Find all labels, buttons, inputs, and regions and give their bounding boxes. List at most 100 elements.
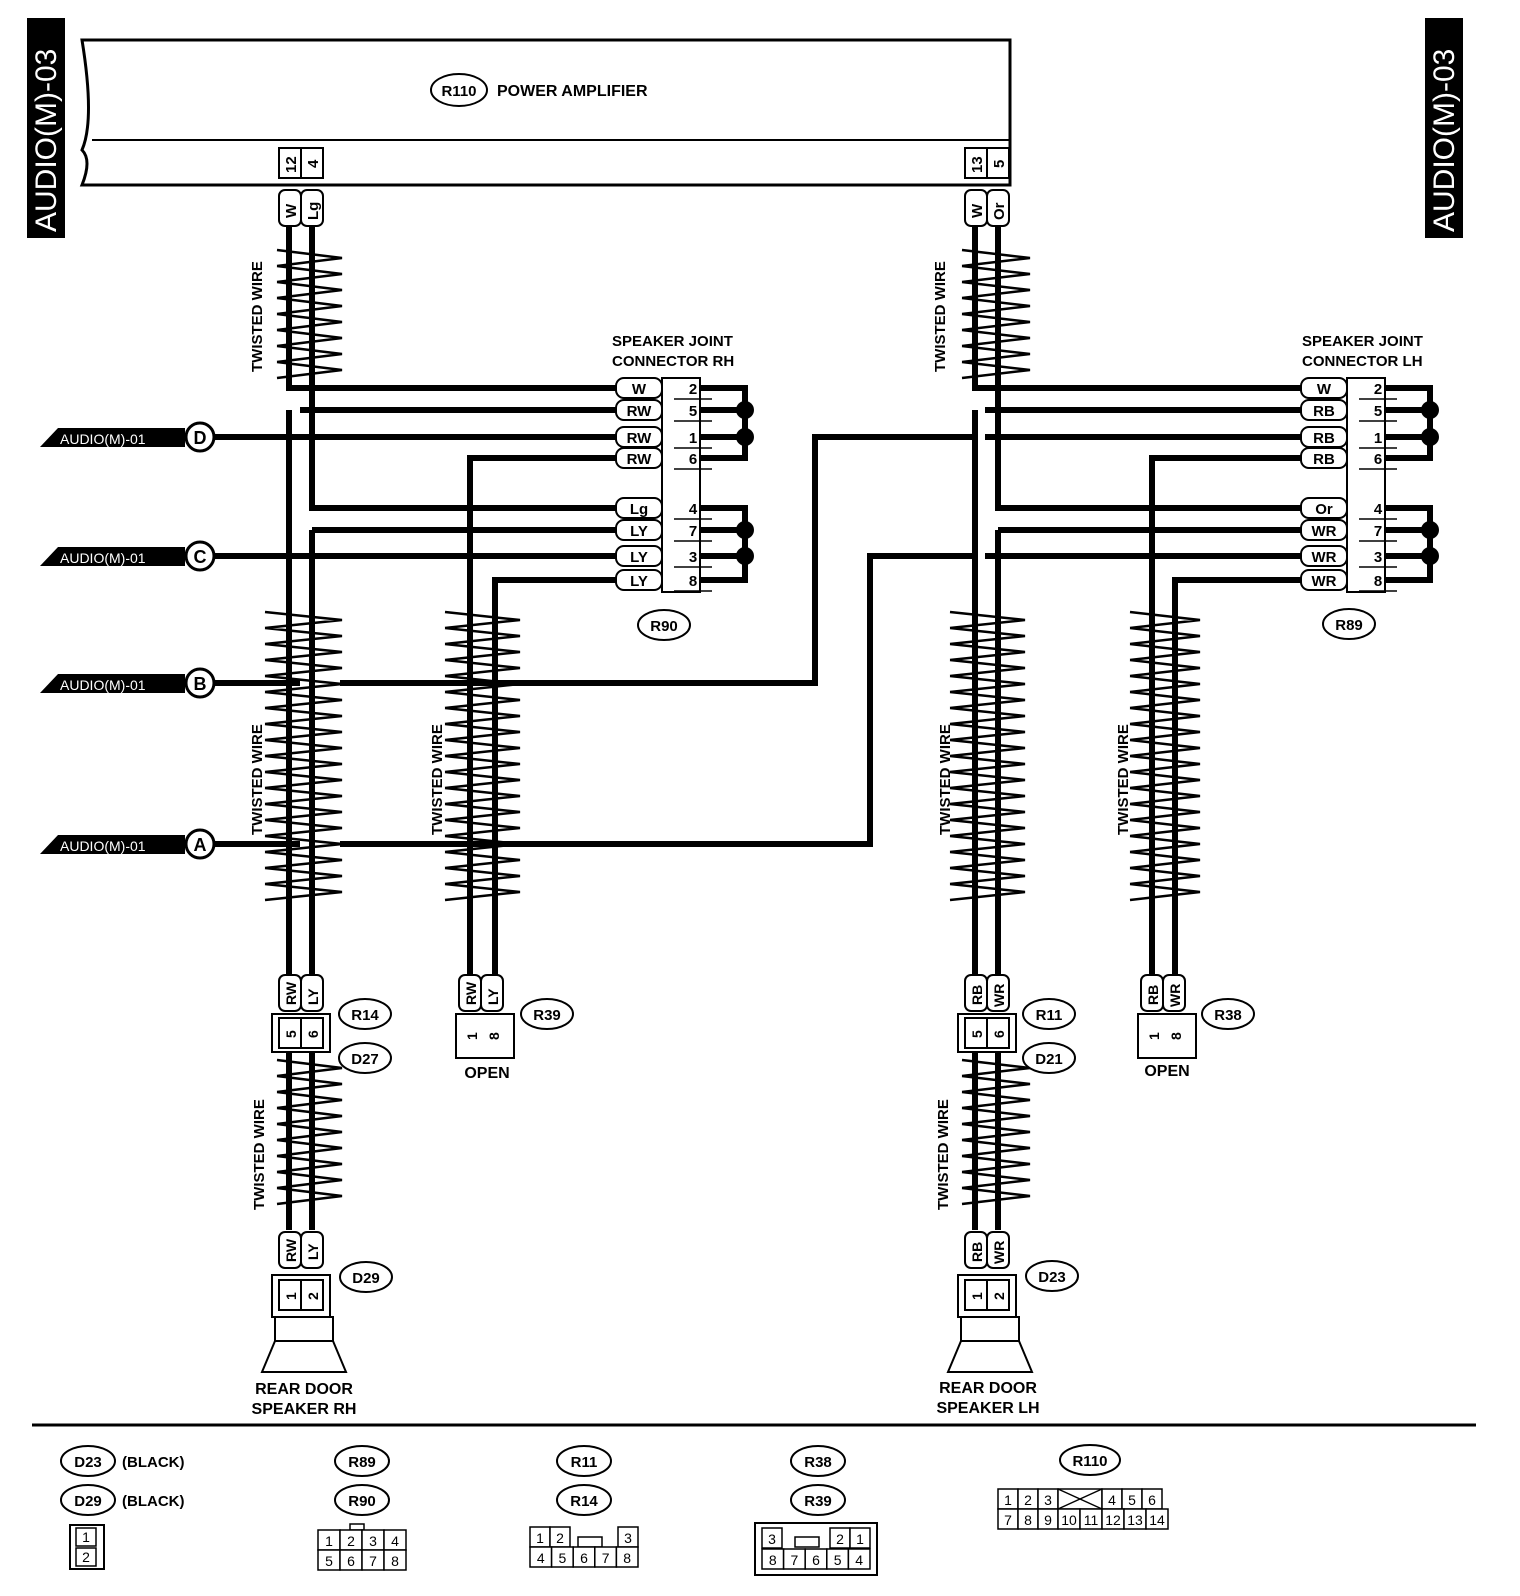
svg-text:Lg: Lg — [305, 202, 322, 220]
svg-text:AUDIO(M)-03: AUDIO(M)-03 — [30, 49, 63, 232]
twisted-wire-label: TWISTED WIRE — [935, 1099, 952, 1210]
svg-text:R14: R14 — [570, 1493, 598, 1510]
legend-pin: 7 — [791, 1552, 799, 1568]
svg-text:WR: WR — [991, 984, 1007, 1007]
twisted-wire-label: TWISTED WIRE — [249, 261, 266, 372]
legend-pin: 1 — [325, 1533, 333, 1549]
wire-color: WR — [1312, 523, 1337, 540]
legend-pin: 9 — [1044, 1512, 1052, 1528]
legend-pin: 8 — [1024, 1512, 1032, 1528]
legend-pin: 3 — [369, 1533, 377, 1549]
wire-color: Lg — [630, 501, 648, 518]
wires — [210, 226, 1439, 1230]
legend-pin: 5 — [559, 1550, 567, 1566]
legend-pin: 12 — [1105, 1512, 1121, 1528]
wire-color: WR — [1312, 549, 1337, 566]
pin-number: 4 — [689, 501, 698, 518]
rear-door-speaker-rh: RW LY 1 2 D29 REAR DOOR SPEAKER RH — [252, 1231, 393, 1418]
twist-symbol — [264, 610, 343, 902]
twisted-wire-label: TWISTED WIRE — [932, 261, 949, 372]
svg-text:R39: R39 — [804, 1493, 832, 1510]
legend-pin: 5 — [1128, 1492, 1136, 1508]
twisted-wire-labels: TWISTED WIRE TWISTED WIRE TWISTED WIRE T… — [249, 261, 1132, 1210]
svg-text:R89: R89 — [348, 1454, 376, 1471]
svg-text:D23: D23 — [1038, 1269, 1066, 1286]
legend-pin: 2 — [347, 1533, 355, 1549]
twisted-wire-label: TWISTED WIRE — [937, 724, 954, 835]
amplifier-code: R110 — [441, 83, 476, 100]
lh-door-connector: RB WR 5 6 R11 D21 — [957, 974, 1076, 1074]
svg-text:W: W — [283, 203, 300, 218]
twisted-wire-symbols — [264, 248, 1201, 1206]
rh-open-connector: RW LY 1 8 R39 OPEN — [455, 974, 574, 1082]
svg-text:REAR DOOR: REAR DOOR — [255, 1381, 353, 1398]
svg-text:R39: R39 — [533, 1007, 561, 1024]
svg-text:RB: RB — [969, 1242, 985, 1262]
svg-text:SPEAKER LH: SPEAKER LH — [936, 1400, 1039, 1417]
legend-pin: 1 — [536, 1530, 544, 1546]
svg-text:2: 2 — [991, 1292, 1007, 1300]
svg-text:5: 5 — [969, 1030, 985, 1038]
svg-text:R38: R38 — [1214, 1007, 1242, 1024]
wire-color: RW — [627, 403, 653, 420]
svg-text:R90: R90 — [650, 618, 678, 635]
legend-pin: 4 — [1108, 1492, 1116, 1508]
svg-text:LY: LY — [305, 988, 321, 1005]
pin-number: 4 — [1374, 501, 1383, 518]
amplifier-code-badge — [430, 73, 488, 107]
power-amplifier: R110 POWER AMPLIFIER 12 4 13 5 — [79, 38, 1012, 187]
audio-ref-b: AUDIO(M)-01 B — [40, 667, 216, 699]
svg-text:1: 1 — [464, 1032, 480, 1040]
pin-number: 1 — [689, 430, 697, 447]
wire-color: Or — [1315, 501, 1333, 518]
svg-text:8: 8 — [486, 1032, 502, 1040]
legend-pin: 3 — [768, 1531, 776, 1547]
svg-text:(BLACK): (BLACK) — [122, 1454, 184, 1471]
wire-color: RW — [627, 430, 653, 447]
pin-number: 2 — [1374, 381, 1382, 398]
legend-pin: 7 — [369, 1553, 377, 1569]
pin-number: 8 — [1374, 573, 1382, 590]
twisted-wire-label: TWISTED WIRE — [429, 724, 446, 835]
joint-row: WR 7 — [1300, 519, 1397, 542]
joint-row: LY 7 — [615, 519, 712, 542]
pin-number: 3 — [1374, 549, 1382, 566]
legend-pin: 13 — [1127, 1512, 1143, 1528]
svg-text:D29: D29 — [74, 1493, 102, 1510]
svg-text:RB: RB — [1145, 985, 1161, 1005]
pin-number: 7 — [689, 523, 697, 540]
legend-pin: 2 — [1024, 1492, 1032, 1508]
wire-color: WR — [1312, 573, 1337, 590]
pin-number: 2 — [689, 381, 697, 398]
svg-text:WR: WR — [1167, 984, 1183, 1007]
amp-wire-tags: W Lg W Or — [278, 189, 1010, 227]
svg-text:6: 6 — [991, 1030, 1007, 1038]
legend-pin: 6 — [1148, 1492, 1156, 1508]
legend-pin: 1 — [1004, 1492, 1012, 1508]
svg-text:C: C — [194, 547, 207, 567]
wire-color: LY — [630, 573, 648, 590]
wire-color: LY — [630, 523, 648, 540]
amplifier-label: POWER AMPLIFIER — [497, 83, 648, 100]
svg-text:RW: RW — [283, 1238, 299, 1262]
svg-text:D23: D23 — [74, 1454, 102, 1471]
svg-text:R11: R11 — [1036, 1007, 1063, 1024]
svg-text:R38: R38 — [804, 1454, 832, 1471]
svg-text:AUDIO(M)-01: AUDIO(M)-01 — [60, 550, 146, 566]
audio-ref-a: AUDIO(M)-01 A — [40, 828, 216, 860]
svg-text:LY: LY — [485, 988, 501, 1005]
pin-number: 7 — [1374, 523, 1382, 540]
pin-number: 5 — [1374, 403, 1382, 420]
pin-number: 3 — [689, 549, 697, 566]
legend-pin: 7 — [602, 1550, 610, 1566]
svg-text:R89: R89 — [1335, 617, 1363, 634]
svg-text:A: A — [194, 835, 207, 855]
left-page-tag: AUDIO(M)-03 — [27, 18, 65, 238]
